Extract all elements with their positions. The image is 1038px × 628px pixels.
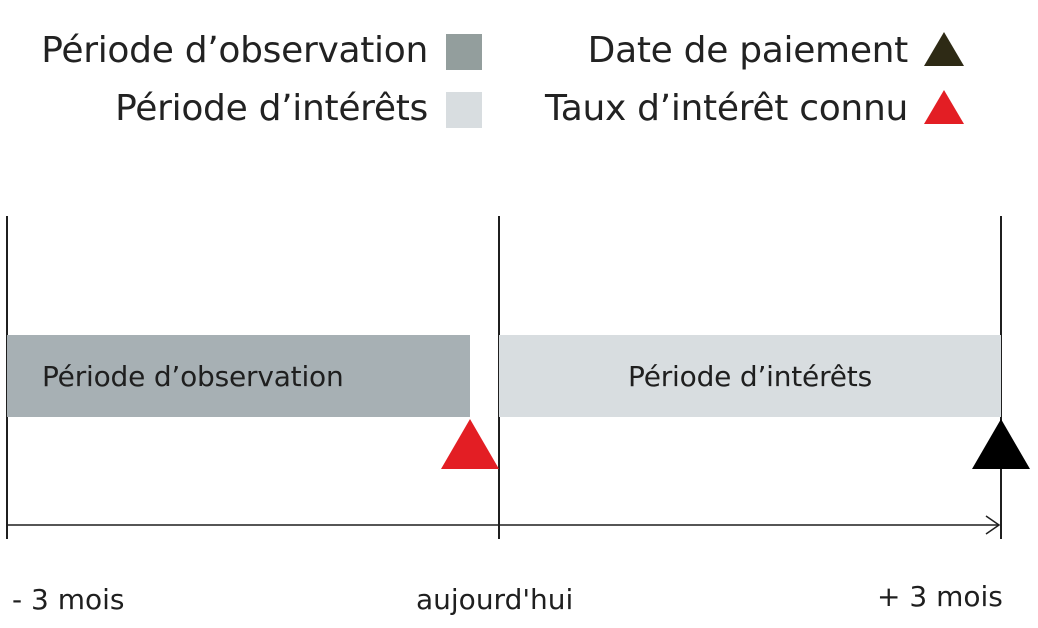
- legend-interest-swatch: [446, 92, 482, 128]
- legend-observation-label: Période d’observation: [41, 30, 428, 71]
- vline-today: [498, 216, 500, 539]
- legend-payment-triangle-icon: [924, 32, 964, 66]
- interest-period-label: Période d’intérêts: [628, 359, 872, 393]
- tick-label-minus-3-months: - 3 mois: [12, 583, 125, 616]
- tick-label-plus-3-months: + 3 mois: [877, 580, 1003, 613]
- time-axis-arrowhead-icon: [985, 515, 1001, 535]
- legend-known-rate-triangle-icon: [924, 90, 964, 124]
- tick-label-today: aujourd'hui: [416, 583, 574, 616]
- observation-period-label: Période d’observation: [42, 359, 344, 393]
- interest-period-bar: Période d’intérêts: [499, 335, 1001, 417]
- legend-observation-swatch: [446, 34, 482, 70]
- payment-date-marker-icon: [972, 419, 1030, 469]
- legend-known-rate-label: Taux d’intérêt connu: [544, 88, 908, 129]
- legend-interest-label: Période d’intérêts: [115, 88, 428, 129]
- time-axis-arrow: [6, 515, 1001, 535]
- legend-payment-label: Date de paiement: [587, 30, 909, 71]
- known-rate-marker-icon: [441, 419, 499, 469]
- observation-period-bar: Période d’observation: [7, 335, 470, 417]
- vline-start: [6, 216, 8, 539]
